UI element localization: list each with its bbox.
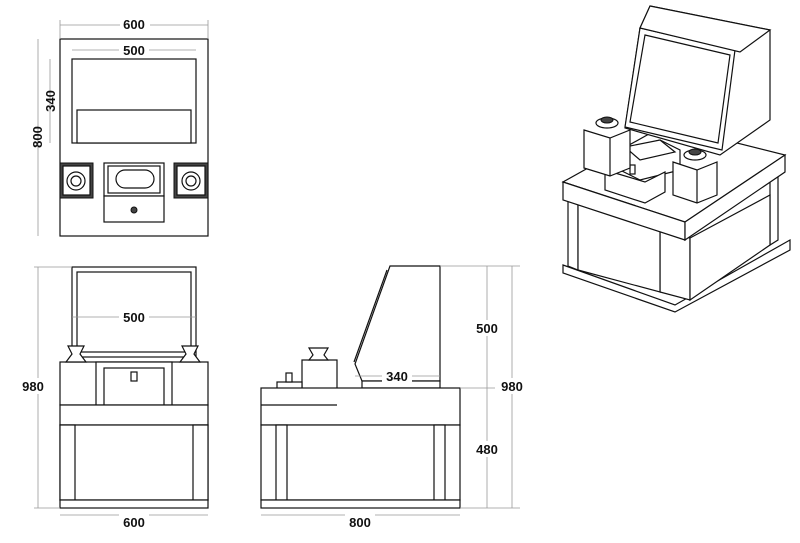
front-screen-width-dimension: 500 [123,310,145,325]
front-height-dimension: 980 [22,379,44,394]
side-base-height-dimension: 480 [476,442,498,457]
side-knob-icon [307,347,330,361]
top-width-dimension: 600 [123,17,145,32]
side-view: 340 500 480 980 800 [260,265,527,530]
isometric-view [561,5,791,313]
top-screen-width-dimension: 500 [123,43,145,58]
side-depth-dimension: 800 [349,515,371,530]
top-screen-depth-dimension: 340 [43,90,58,112]
side-screen-height-dimension: 500 [476,321,498,336]
side-height-dimension: 980 [501,379,523,394]
key-icon [629,164,636,175]
top-view: 600 500 340 800 [30,16,209,237]
front-width-dimension: 600 [123,515,145,530]
top-depth-dimension: 800 [30,126,45,148]
side-screen-depth-dimension: 340 [386,369,408,384]
key-icon [130,371,138,382]
right-knob-icon [178,345,202,363]
left-knob-icon [64,345,88,363]
front-view: 500 980 600 [18,266,209,530]
key-icon [285,372,293,383]
key-icon [130,206,138,214]
